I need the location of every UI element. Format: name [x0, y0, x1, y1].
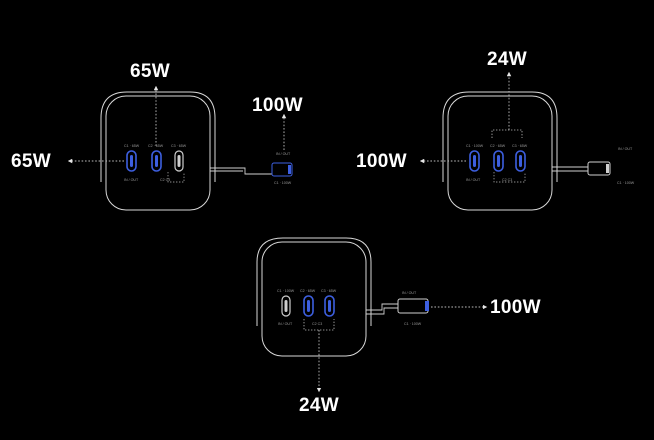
charger-1-port-c1	[126, 150, 137, 172]
charger-3-port-c2	[303, 295, 314, 317]
charger-1-sublabel-left: IN / OUT	[124, 178, 139, 182]
charger-2-cable-top-label: IN / OUT	[618, 147, 633, 151]
charger-1-cable	[210, 167, 276, 175]
charger-3-body	[261, 241, 367, 357]
diagram-3-bottom-wattage: 24W	[299, 395, 339, 416]
diagram-2: C1 · 100W C2 · 65W C3 · 65W IN / OUT C2 …	[419, 71, 635, 211]
charger-2-sublabel-left: IN / OUT	[466, 178, 481, 182]
diagram-3: C1 · 100W C2 · 65W C3 · 65W IN / OUT C2 …	[256, 237, 488, 393]
charger-1-port-label-1: C1 · 65W	[124, 144, 140, 148]
charger-2-port-label-1: C1 · 100W	[466, 144, 484, 148]
charger-3-sublabel-left: IN / OUT	[278, 322, 293, 326]
diagram-1-left-wattage: 65W	[11, 151, 51, 172]
charger-1-port-label-3: C3 · 65W	[171, 144, 187, 148]
charger-3-plug	[397, 298, 429, 314]
charger-2-port-c3	[515, 150, 526, 172]
charger-3-cable-bottom-label: C1 · 100W	[404, 322, 422, 326]
charger-1-strap	[100, 91, 216, 182]
charger-3-port-label-1: C1 · 100W	[277, 289, 295, 293]
diagram-1-cable-wattage: 100W	[252, 95, 303, 116]
charger-3-port-c3	[324, 295, 335, 317]
charger-3-plug-tip	[425, 301, 429, 311]
charger-1-port-c2	[151, 150, 162, 172]
charger-3-port-c1	[281, 295, 291, 317]
diagram-2-left-wattage: 100W	[356, 151, 407, 172]
charger-3-port-label-3: C3 · 65W	[321, 289, 337, 293]
charger-3-cable	[366, 303, 398, 311]
charger-3-port-label-2: C2 · 65W	[300, 289, 316, 293]
charger-2-strap	[442, 91, 558, 182]
diagram-1-top-wattage: 65W	[130, 61, 170, 82]
charger-2-port-label-3: C3 · 65W	[512, 144, 528, 148]
charger-3-cable-top-label: IN / OUT	[402, 291, 417, 295]
charger-1-port-c3	[174, 150, 184, 172]
charger-1-cable-top-label: IN / OUT	[276, 152, 291, 156]
charger-1-sublabel-right: C2 C3	[160, 178, 170, 182]
diagram-2-top-wattage: 24W	[487, 49, 527, 70]
charger-2-plug	[587, 161, 611, 176]
charger-2-cable-bottom-label: C1 · 100W	[617, 181, 635, 185]
charger-2-body	[447, 95, 553, 211]
charger-2-sublabel-right: C2 C3	[502, 178, 512, 182]
charger-2-port-label-2: C2 · 65W	[490, 144, 506, 148]
charger-1-plug	[271, 162, 293, 177]
charger-1-body	[105, 95, 211, 211]
charger-2-bracket-top	[491, 129, 523, 138]
charger-2-port-c1	[469, 150, 480, 172]
charger-3-sublabel-right: C2 C3	[312, 322, 322, 326]
diagram-3-right-wattage: 100W	[490, 297, 541, 318]
charger-2-port-c2	[493, 150, 504, 172]
diagram-1: C1 · 65W C2 · 65W C3 · 65W IN / OUT C2 C…	[67, 85, 293, 211]
charger-3-strap	[256, 237, 372, 326]
charger-1-cable-bottom-label: C1 · 100W	[274, 181, 292, 185]
